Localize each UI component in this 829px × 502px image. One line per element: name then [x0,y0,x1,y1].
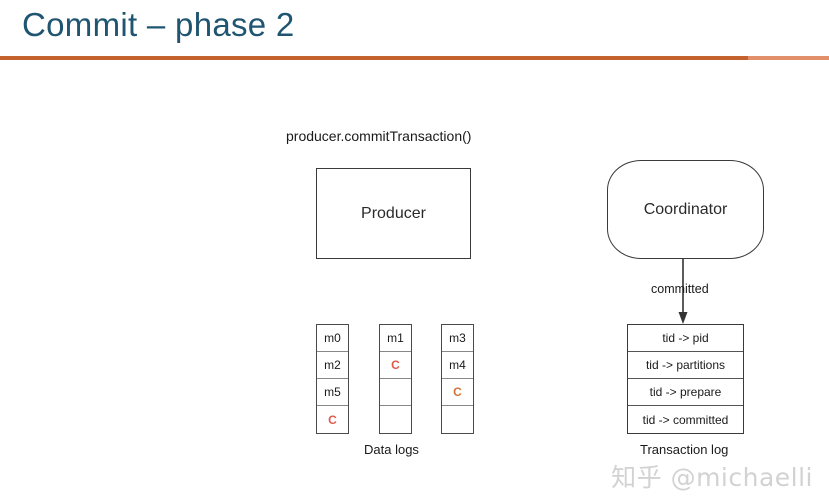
log-cell: m3 [442,325,473,352]
log-cell: m4 [442,352,473,379]
log-cell-empty [380,406,411,433]
transaction-log-row: tid -> committed [642,412,729,427]
log-cell-commit-marker: C [328,412,337,427]
title-divider [0,56,829,60]
transaction-log-caption: Transaction log [640,442,729,457]
transaction-log-row: tid -> pid [628,325,743,352]
title-divider-light-segment [748,56,829,60]
committed-arrow-icon [678,259,688,324]
log-cell: m2 [317,352,348,379]
commit-transaction-call-label: producer.commitTransaction() [286,128,472,144]
coordinator-node-label: Coordinator [643,200,728,218]
watermark: 知乎 @michaelli [611,463,813,492]
transaction-log-row: tid -> prepare [628,379,743,406]
data-log-column: m3 m4 C [441,324,474,434]
producer-node-label: Producer [361,204,426,222]
title-divider-dark-segment [0,56,748,60]
log-cell-commit-marker: C [442,379,473,406]
log-cell: m5 [317,379,348,406]
data-log-column: m1 C [379,324,412,434]
data-logs-caption: Data logs [364,442,419,457]
transaction-log-table: tid -> pid tid -> partitions tid -> prep… [627,324,744,434]
transaction-log-row: tid -> partitions [628,352,743,379]
data-log-column: m0 m2 m5 C [316,324,349,434]
log-cell: m0 [317,325,348,352]
log-cell-commit-marker: C [380,352,411,379]
log-cell-empty [442,406,473,433]
log-cell: m1 [380,325,411,352]
page-title: Commit – phase 2 [22,6,295,43]
log-cell-empty [380,379,411,406]
coordinator-node: Coordinator [607,160,764,259]
producer-node: Producer [316,168,471,259]
committed-arrow-label: committed [651,282,709,296]
